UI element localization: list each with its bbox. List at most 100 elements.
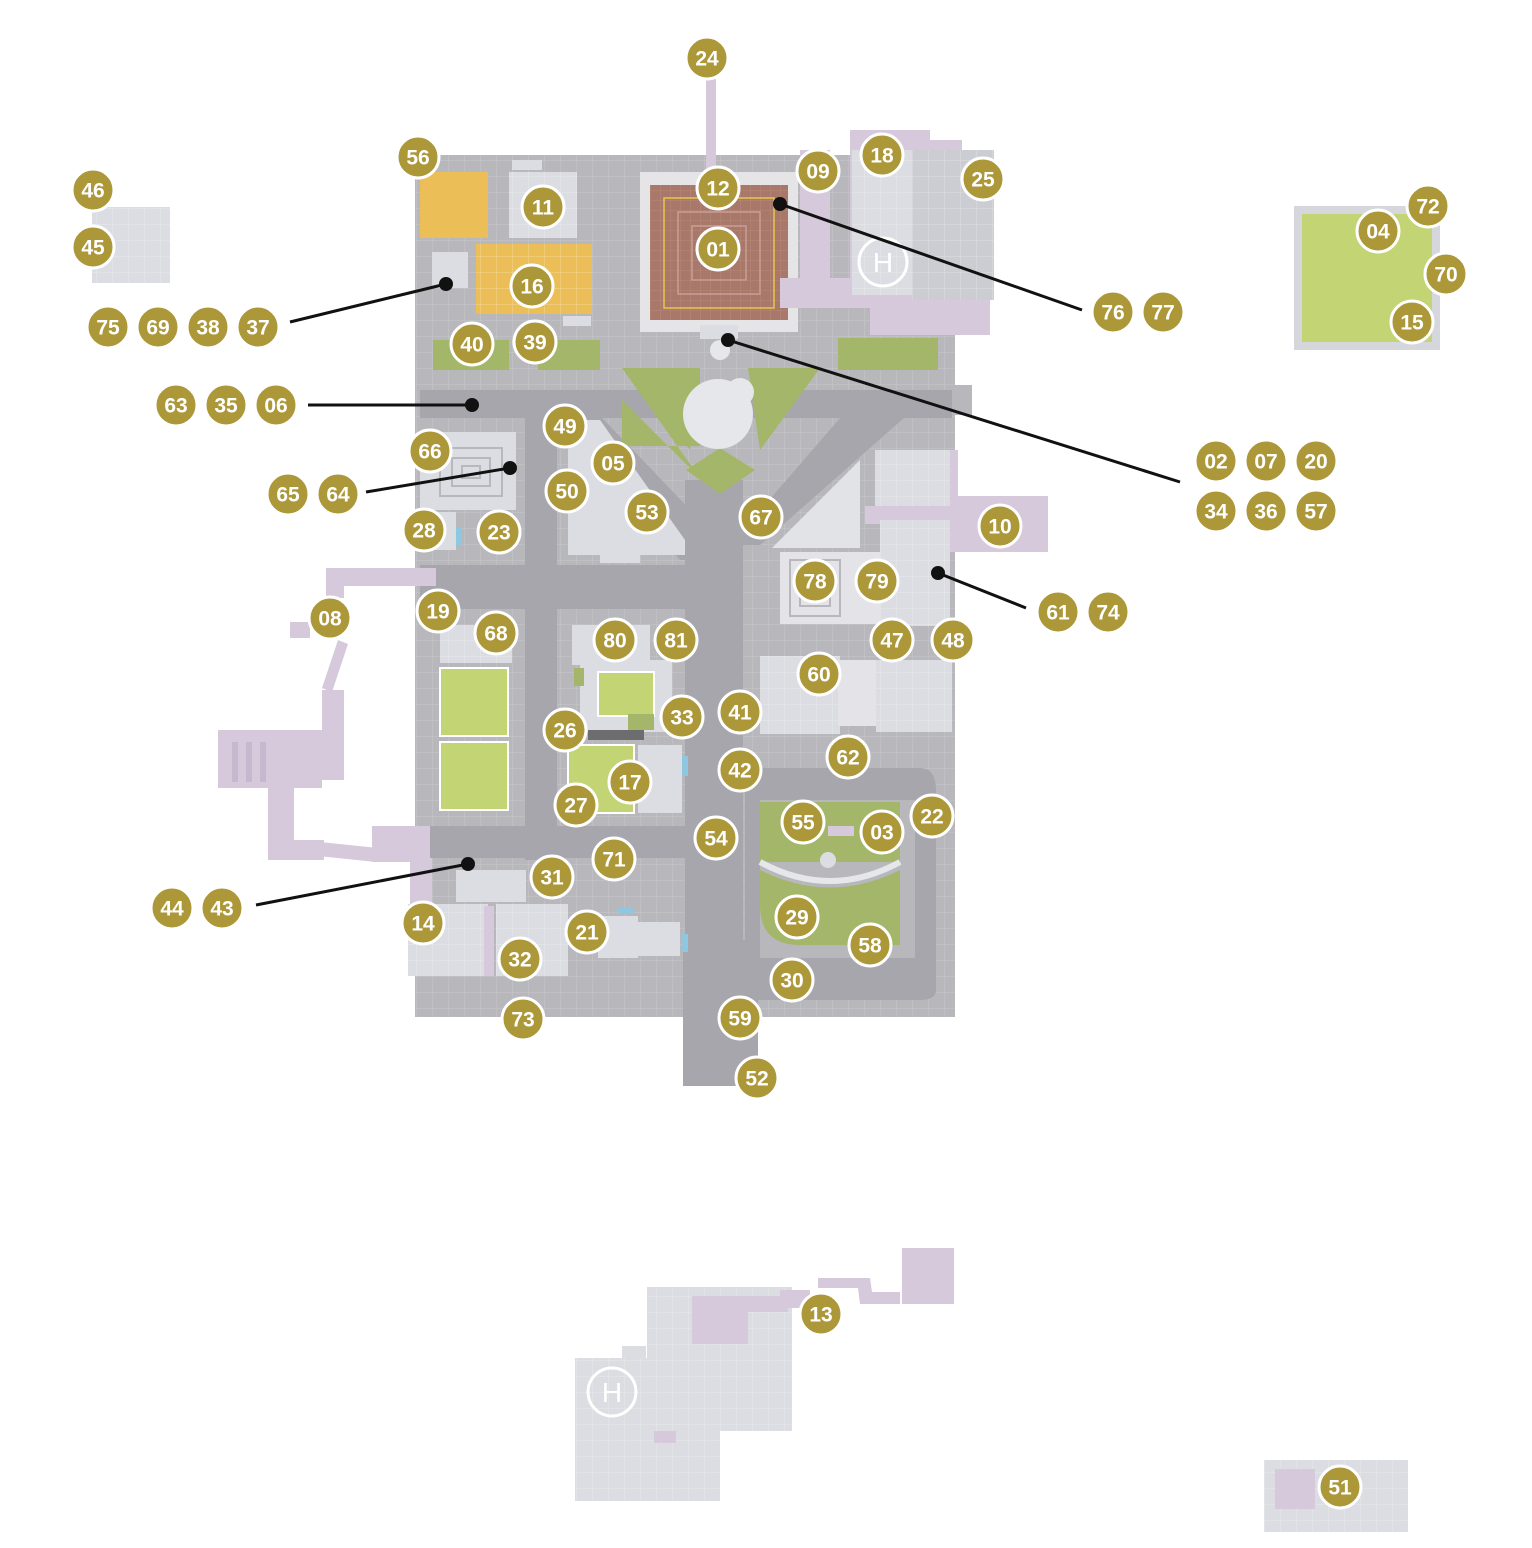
marker-22[interactable]: 22 <box>909 793 955 839</box>
marker-07[interactable]: 07 <box>1243 438 1289 484</box>
marker-55[interactable]: 55 <box>780 799 826 845</box>
marker-80[interactable]: 80 <box>592 617 638 663</box>
marker-70[interactable]: 70 <box>1423 251 1469 297</box>
marker-57[interactable]: 57 <box>1293 488 1339 534</box>
marker-04[interactable]: 04 <box>1355 208 1401 254</box>
marker-06[interactable]: 06 <box>253 382 299 428</box>
marker-03[interactable]: 03 <box>859 809 905 855</box>
marker-16[interactable]: 16 <box>509 263 555 309</box>
marker-74[interactable]: 74 <box>1085 589 1131 635</box>
marker-52[interactable]: 52 <box>734 1055 780 1101</box>
marker-49[interactable]: 49 <box>542 403 588 449</box>
marker-15[interactable]: 15 <box>1389 299 1435 345</box>
marker-09[interactable]: 09 <box>795 148 841 194</box>
marker-26[interactable]: 26 <box>542 707 588 753</box>
numbered-circle-icon <box>854 558 900 604</box>
marker-62[interactable]: 62 <box>825 734 871 780</box>
marker-66[interactable]: 66 <box>407 428 453 474</box>
marker-79[interactable]: 79 <box>854 558 900 604</box>
marker-20[interactable]: 20 <box>1293 438 1339 484</box>
marker-10[interactable]: 10 <box>977 503 1023 549</box>
numbered-circle-icon <box>315 471 361 517</box>
marker-14[interactable]: 14 <box>400 900 446 946</box>
marker-68[interactable]: 68 <box>473 610 519 656</box>
marker-53[interactable]: 53 <box>624 489 670 535</box>
marker-69[interactable]: 69 <box>135 304 181 350</box>
marker-label: 18 <box>870 145 894 168</box>
marker-39[interactable]: 39 <box>512 319 558 365</box>
marker-43[interactable]: 43 <box>199 885 245 931</box>
marker-29[interactable]: 29 <box>774 894 820 940</box>
marker-35[interactable]: 35 <box>203 382 249 428</box>
marker-08[interactable]: 08 <box>307 595 353 641</box>
numbered-circle-icon <box>235 304 281 350</box>
marker-02[interactable]: 02 <box>1193 438 1239 484</box>
marker-47[interactable]: 47 <box>869 617 915 663</box>
marker-13[interactable]: 13 <box>798 1291 844 1337</box>
marker-34[interactable]: 34 <box>1193 488 1239 534</box>
numbered-circle-icon <box>153 382 199 428</box>
marker-51[interactable]: 51 <box>1317 1464 1363 1510</box>
marker-11[interactable]: 11 <box>520 184 566 230</box>
marker-40[interactable]: 40 <box>449 321 495 367</box>
marker-58[interactable]: 58 <box>847 922 893 968</box>
marker-73[interactable]: 73 <box>500 996 546 1042</box>
marker-81[interactable]: 81 <box>653 617 699 663</box>
marker-32[interactable]: 32 <box>497 936 543 982</box>
marker-41[interactable]: 41 <box>717 689 763 735</box>
marker-71[interactable]: 71 <box>591 836 637 882</box>
marker-24[interactable]: 24 <box>684 35 730 81</box>
marker-23[interactable]: 23 <box>476 509 522 555</box>
marker-05[interactable]: 05 <box>590 440 636 486</box>
leader-dot-icon <box>465 398 479 412</box>
marker-42[interactable]: 42 <box>717 747 763 793</box>
marker-label: 75 <box>96 317 120 340</box>
marker-label: 64 <box>326 484 350 507</box>
marker-59[interactable]: 59 <box>717 995 763 1041</box>
marker-30[interactable]: 30 <box>769 957 815 1003</box>
leader-dot-icon <box>721 333 735 347</box>
marker-17[interactable]: 17 <box>607 759 653 805</box>
marker-28[interactable]: 28 <box>401 507 447 553</box>
numbered-circle-icon <box>792 558 838 604</box>
marker-25[interactable]: 25 <box>960 156 1006 202</box>
helipad-south <box>586 1366 638 1418</box>
marker-45[interactable]: 45 <box>70 224 116 270</box>
marker-56[interactable]: 56 <box>395 134 441 180</box>
marker-48[interactable]: 48 <box>930 617 976 663</box>
marker-76[interactable]: 76 <box>1090 289 1136 335</box>
marker-61[interactable]: 61 <box>1035 589 1081 635</box>
marker-38[interactable]: 38 <box>185 304 231 350</box>
marker-01[interactable]: 01 <box>695 226 741 272</box>
marker-label: 24 <box>695 48 719 71</box>
marker-33[interactable]: 33 <box>659 694 705 740</box>
south-complex: H <box>575 1248 954 1501</box>
marker-44[interactable]: 44 <box>149 885 195 931</box>
numbered-circle-icon <box>449 321 495 367</box>
marker-19[interactable]: 19 <box>415 588 461 634</box>
marker-label: 61 <box>1046 602 1070 625</box>
marker-65[interactable]: 65 <box>265 471 311 517</box>
marker-67[interactable]: 67 <box>738 494 784 540</box>
marker-50[interactable]: 50 <box>544 468 590 514</box>
marker-label: 03 <box>870 822 893 845</box>
marker-60[interactable]: 60 <box>796 651 842 697</box>
marker-37[interactable]: 37 <box>235 304 281 350</box>
marker-27[interactable]: 27 <box>553 782 599 828</box>
marker-21[interactable]: 21 <box>564 909 610 955</box>
marker-31[interactable]: 31 <box>529 854 575 900</box>
marker-18[interactable]: 18 <box>859 132 905 178</box>
marker-72[interactable]: 72 <box>1405 183 1451 229</box>
marker-77[interactable]: 77 <box>1140 289 1186 335</box>
marker-label: 37 <box>246 317 269 340</box>
marker-36[interactable]: 36 <box>1243 488 1289 534</box>
marker-46[interactable]: 46 <box>70 167 116 213</box>
marker-64[interactable]: 64 <box>315 471 361 517</box>
marker-12[interactable]: 12 <box>695 165 741 211</box>
marker-78[interactable]: 78 <box>792 558 838 604</box>
marker-54[interactable]: 54 <box>693 815 739 861</box>
marker-63[interactable]: 63 <box>153 382 199 428</box>
numbered-circle-icon <box>553 782 599 828</box>
marker-75[interactable]: 75 <box>85 304 131 350</box>
